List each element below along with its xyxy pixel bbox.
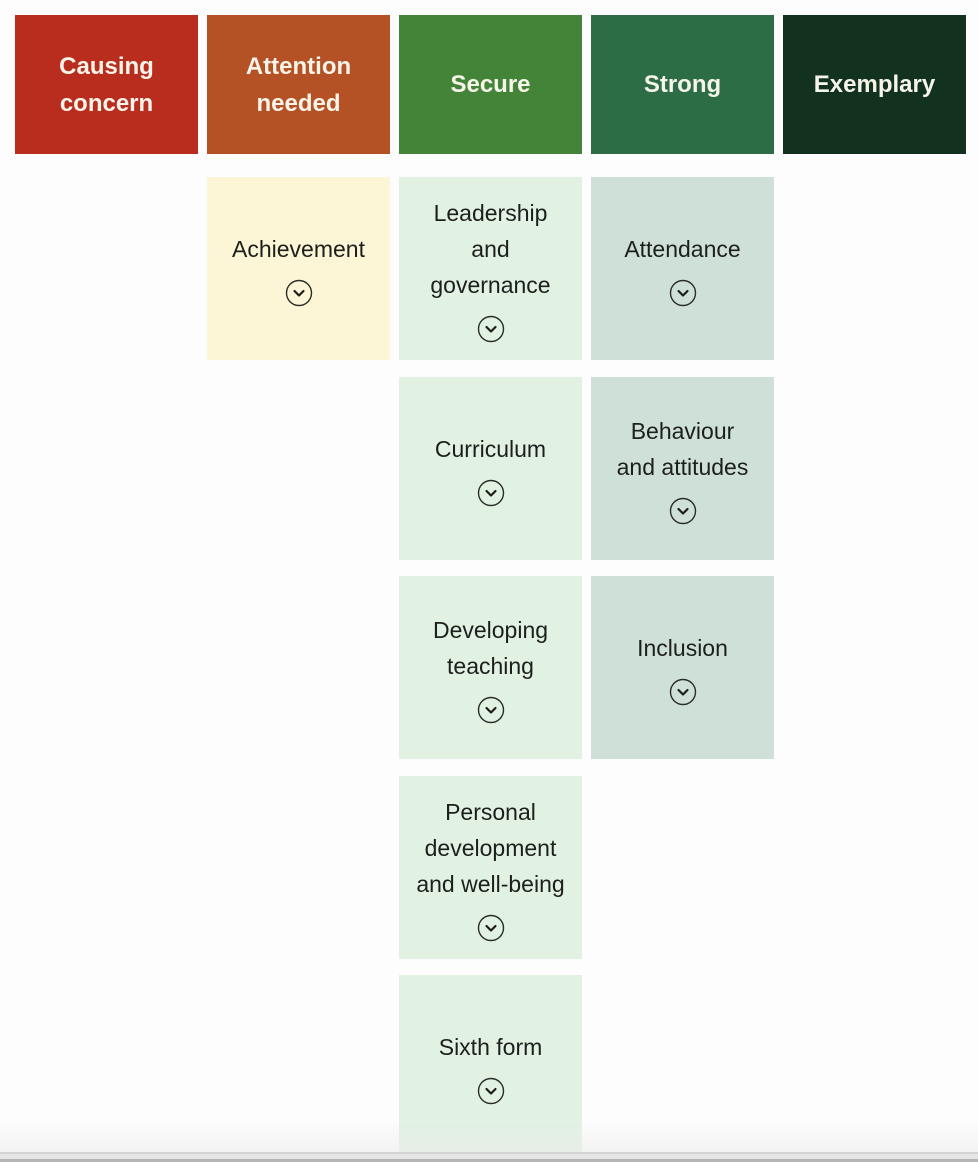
chevron-down-circle-icon[interactable] [285,279,313,307]
card-label: Developing teaching [432,616,549,679]
chevron-down-circle-icon[interactable] [477,315,505,343]
card-label: Leadership and governance [430,199,551,298]
card-label: Curriculum [434,435,547,462]
card-label: Attendance [624,235,741,262]
chevron-down-circle-icon[interactable] [669,279,697,307]
card-behaviour-and-attitudes[interactable]: Behaviour and attitudes [591,377,774,560]
header-label: Attention needed [245,52,352,117]
window-bottom-bar [0,1152,978,1162]
card-label: Behaviour and attitudes [616,417,749,480]
header-strong: Strong [591,15,774,154]
card-label: Achievement [232,235,365,262]
header-secure: Secure [399,15,582,154]
header-exemplary: Exemplary [783,15,966,154]
header-attention-needed: Attention needed [207,15,390,154]
chevron-down-circle-icon[interactable] [477,696,505,724]
card-label: Sixth form [438,1033,543,1060]
header-label: Exemplary [813,71,936,98]
header-label: Secure [450,71,531,98]
card-curriculum[interactable]: Curriculum [399,377,582,560]
card-leadership-and-governance[interactable]: Leadership and governance [399,177,582,360]
card-achievement[interactable]: Achievement [207,177,390,360]
header-label: Strong [643,71,722,98]
chevron-down-circle-icon[interactable] [477,914,505,942]
chevron-down-circle-icon[interactable] [669,678,697,706]
header-label: Causing concern [59,52,154,117]
card-inclusion[interactable]: Inclusion [591,576,774,759]
card-attendance[interactable]: Attendance [591,177,774,360]
card-label: Personal development and well-being [416,798,565,897]
chevron-down-circle-icon[interactable] [477,1077,505,1105]
card-developing-teaching[interactable]: Developing teaching [399,576,582,759]
header-causing-concern: Causing concern [15,15,198,154]
card-sixth-form[interactable]: Sixth form [399,975,582,1158]
chevron-down-circle-icon[interactable] [477,479,505,507]
card-label: Inclusion [637,634,728,661]
chevron-down-circle-icon[interactable] [669,497,697,525]
card-personal-development[interactable]: Personal development and well-being [399,776,582,959]
